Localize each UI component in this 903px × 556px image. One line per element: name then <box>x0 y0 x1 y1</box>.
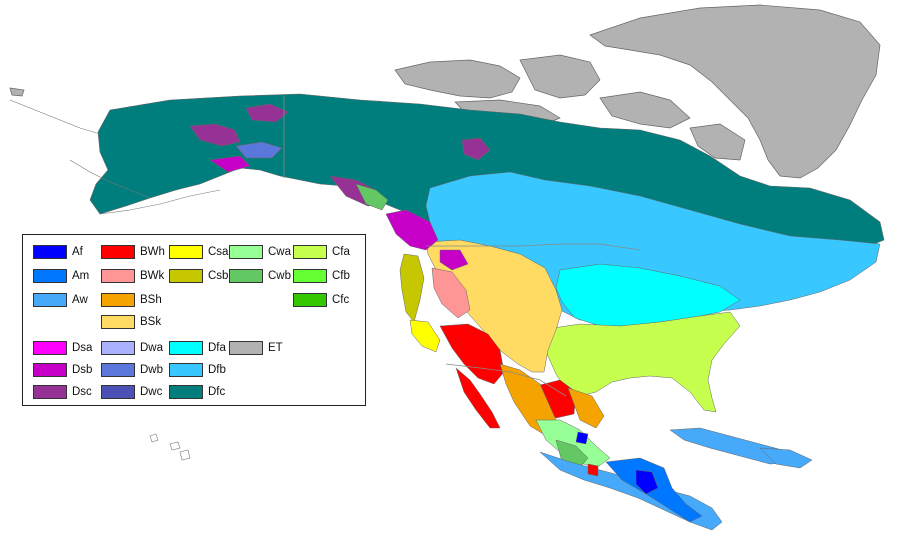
legend-swatch <box>169 385 203 399</box>
legend-swatch <box>169 269 203 283</box>
legend-label: Am <box>72 270 90 282</box>
legend-label: Csa <box>208 246 229 258</box>
legend-label: Dsa <box>72 342 93 354</box>
legend-swatch <box>33 385 67 399</box>
legend-swatch <box>229 341 263 355</box>
legend-label: Dfa <box>208 342 226 354</box>
legend-swatch <box>101 269 135 283</box>
legend-swatch <box>169 245 203 259</box>
legend-swatch <box>293 245 327 259</box>
tropical-regions <box>535 419 813 531</box>
legend-swatch <box>229 269 263 283</box>
legend-swatch <box>101 315 135 329</box>
political-borders <box>283 96 641 397</box>
legend-label: Cfb <box>332 270 350 282</box>
legend-label: Dsc <box>72 386 92 398</box>
legend-swatch <box>169 363 203 377</box>
legend-swatch <box>101 385 135 399</box>
legend-label: Af <box>72 246 83 258</box>
legend-label: BWk <box>140 270 165 282</box>
legend-label: Cfc <box>332 294 350 306</box>
arctic-ice-regions <box>9 4 881 179</box>
legend-label: BSk <box>140 316 162 328</box>
legend-swatch <box>33 293 67 307</box>
legend-swatch <box>101 245 135 259</box>
legend-label: Dwa <box>140 342 164 354</box>
legend-swatch <box>101 341 135 355</box>
legend-swatch <box>33 363 67 377</box>
legend-swatch <box>169 341 203 355</box>
legend-swatch <box>229 245 263 259</box>
legend-swatch <box>33 341 67 355</box>
legend-label: Csb <box>208 270 229 282</box>
legend-label: ET <box>268 342 283 354</box>
legend-label: Cwa <box>268 246 292 258</box>
legend-label: Dwb <box>140 364 164 376</box>
legend-swatch <box>101 363 135 377</box>
legend-label: Aw <box>72 294 88 306</box>
west-coast-regions <box>355 183 469 353</box>
legend-label: Dfb <box>208 364 226 376</box>
legend-label: Dfc <box>208 386 226 398</box>
legend-swatch <box>293 293 327 307</box>
legend-label: Dwc <box>140 386 163 398</box>
legend-label: BWh <box>140 246 165 258</box>
hawaii-islands <box>149 433 191 461</box>
coastline-outlines <box>9 99 221 215</box>
legend-swatch <box>293 269 327 283</box>
legend-label: Cwb <box>268 270 292 282</box>
legend-label: Dsb <box>72 364 93 376</box>
legend-swatch <box>33 245 67 259</box>
legend-label: Cfa <box>332 246 350 258</box>
legend-swatch <box>101 293 135 307</box>
legend-swatch <box>33 269 67 283</box>
legend-label: BSh <box>140 294 162 306</box>
